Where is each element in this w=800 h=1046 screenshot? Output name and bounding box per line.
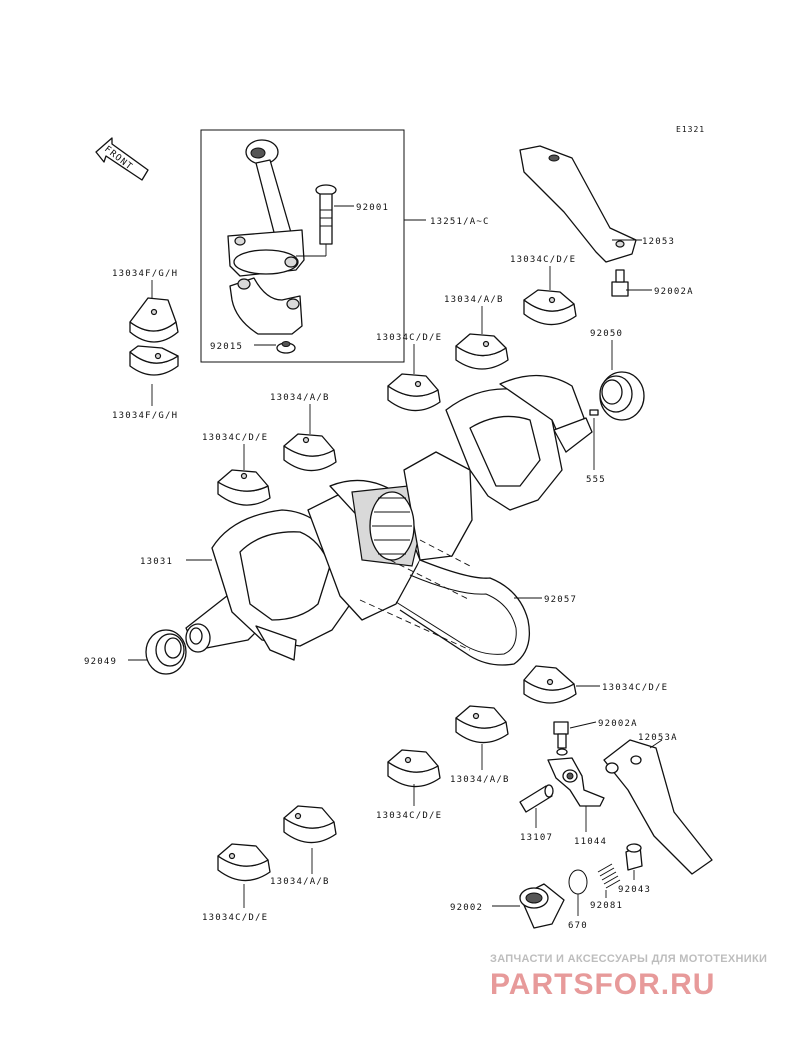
label-92002a-top: 92002A <box>654 287 694 297</box>
label-13034ab-1: 13034/A/B <box>444 295 504 305</box>
watermark-caption: ЗАПЧАСТИ И АКСЕССУАРЫ ДЛЯ МОТОТЕХНИКИ <box>490 953 767 965</box>
label-92015: 92015 <box>210 342 243 352</box>
spring-92081 <box>597 863 621 889</box>
chain-guide-12053a <box>603 739 713 875</box>
bearing-13034fgh-upper <box>129 297 179 343</box>
front-arrow-icon: FRONT <box>95 137 149 181</box>
plunger-92043 <box>625 843 643 871</box>
bearing-13034cde-5 <box>387 749 441 788</box>
connecting-rod <box>227 139 305 277</box>
rod-cap <box>229 277 303 335</box>
label-92002: 92002 <box>450 903 483 913</box>
label-13034ab-2: 13034/A/B <box>270 393 330 403</box>
label-13031: 13031 <box>140 557 173 567</box>
bolt-92002a-top <box>611 269 629 297</box>
tensioner-bracket-11044 <box>547 757 605 807</box>
cam-chain <box>359 539 531 666</box>
label-670: 670 <box>568 921 588 931</box>
label-13034cde-5: 13034C/D/E <box>376 811 442 821</box>
bearing-13034ab-1 <box>455 333 509 370</box>
bearing-13034cde-top <box>523 289 577 326</box>
bearing-13034ab-2 <box>283 433 337 472</box>
label-13034cde-top: 13034C/D/E <box>510 255 576 265</box>
bearing-13034cde-3 <box>217 469 271 506</box>
label-13034ab-4: 13034/A/B <box>270 877 330 887</box>
label-12053a: 12053A <box>638 733 678 743</box>
oring-670 <box>568 869 588 895</box>
bearing-13034cde-2 <box>387 373 441 412</box>
label-92081: 92081 <box>590 901 623 911</box>
label-13034cde-6: 13034C/D/E <box>202 913 268 923</box>
chain-guide-upper <box>519 145 637 263</box>
watermark: ЗАПЧАСТИ И АКСЕССУАРЫ ДЛЯ МОТОТЕХНИКИ PA… <box>490 953 767 1001</box>
label-13034fgh-top: 13034F/G/H <box>112 269 178 279</box>
label-92049: 92049 <box>84 657 117 667</box>
label-11044: 11044 <box>574 837 607 847</box>
label-92057: 92057 <box>544 595 577 605</box>
rod-bolt <box>296 184 337 257</box>
label-92002a-bottom: 92002A <box>598 719 638 729</box>
conrod-group-box <box>200 129 405 363</box>
bolt-92002a-bottom <box>553 721 569 756</box>
label-13251: 13251/A~C <box>430 217 490 227</box>
label-13107: 13107 <box>520 833 553 843</box>
label-555: 555 <box>586 475 606 485</box>
bearing-13034ab-3 <box>455 705 509 744</box>
crank-sprocket <box>369 491 415 561</box>
part-labels: 92001 13251/A~C 12053 13034C/D/E 92002A … <box>84 203 694 931</box>
cap-bolt-92002 <box>519 883 565 929</box>
label-13034cde-2: 13034C/D/E <box>376 333 442 343</box>
label-13034cde-4: 13034C/D/E <box>602 683 668 693</box>
watermark-brand: PARTSFOR.RU <box>490 968 715 1001</box>
pin-555 <box>589 409 599 416</box>
rod-nut <box>276 341 296 354</box>
bearing-13034fgh-lower <box>129 345 179 376</box>
bearing-13034cde-6 <box>217 843 271 882</box>
label-13034ab-3: 13034/A/B <box>450 775 510 785</box>
label-13034fgh-bottom: 13034F/G/H <box>112 411 178 421</box>
label-92001: 92001 <box>356 203 389 213</box>
oil-seal-92050 <box>599 371 645 421</box>
bearing-13034cde-4 <box>523 665 577 704</box>
diagram-code: E1321 <box>676 125 705 134</box>
label-92043: 92043 <box>618 885 651 895</box>
leader-lines <box>128 205 663 916</box>
label-13034cde-3: 13034C/D/E <box>202 433 268 443</box>
oil-seal-92049 <box>145 629 187 675</box>
bearing-13034ab-4 <box>283 805 337 844</box>
pin-13107 <box>519 784 554 813</box>
label-12053: 12053 <box>642 237 675 247</box>
label-92050: 92050 <box>590 329 623 339</box>
